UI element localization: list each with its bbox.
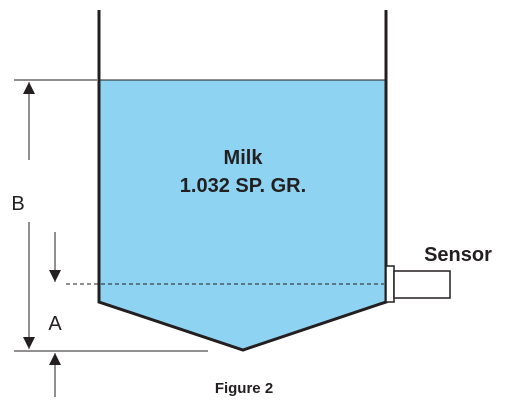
dimension-a-label: A bbox=[48, 313, 62, 335]
dimension-b-label: B bbox=[11, 193, 24, 215]
specific-gravity-label: 1.032 SP. GR. bbox=[180, 175, 306, 197]
milk-liquid-fill bbox=[99, 80, 386, 350]
tank-wall bbox=[97, 10, 388, 352]
figure-caption: Figure 2 bbox=[215, 380, 273, 397]
sensor-flange bbox=[385, 265, 395, 303]
liquid-name-label: Milk bbox=[224, 147, 264, 169]
sensor-label: Sensor bbox=[424, 244, 492, 266]
sensor-body bbox=[393, 270, 451, 299]
